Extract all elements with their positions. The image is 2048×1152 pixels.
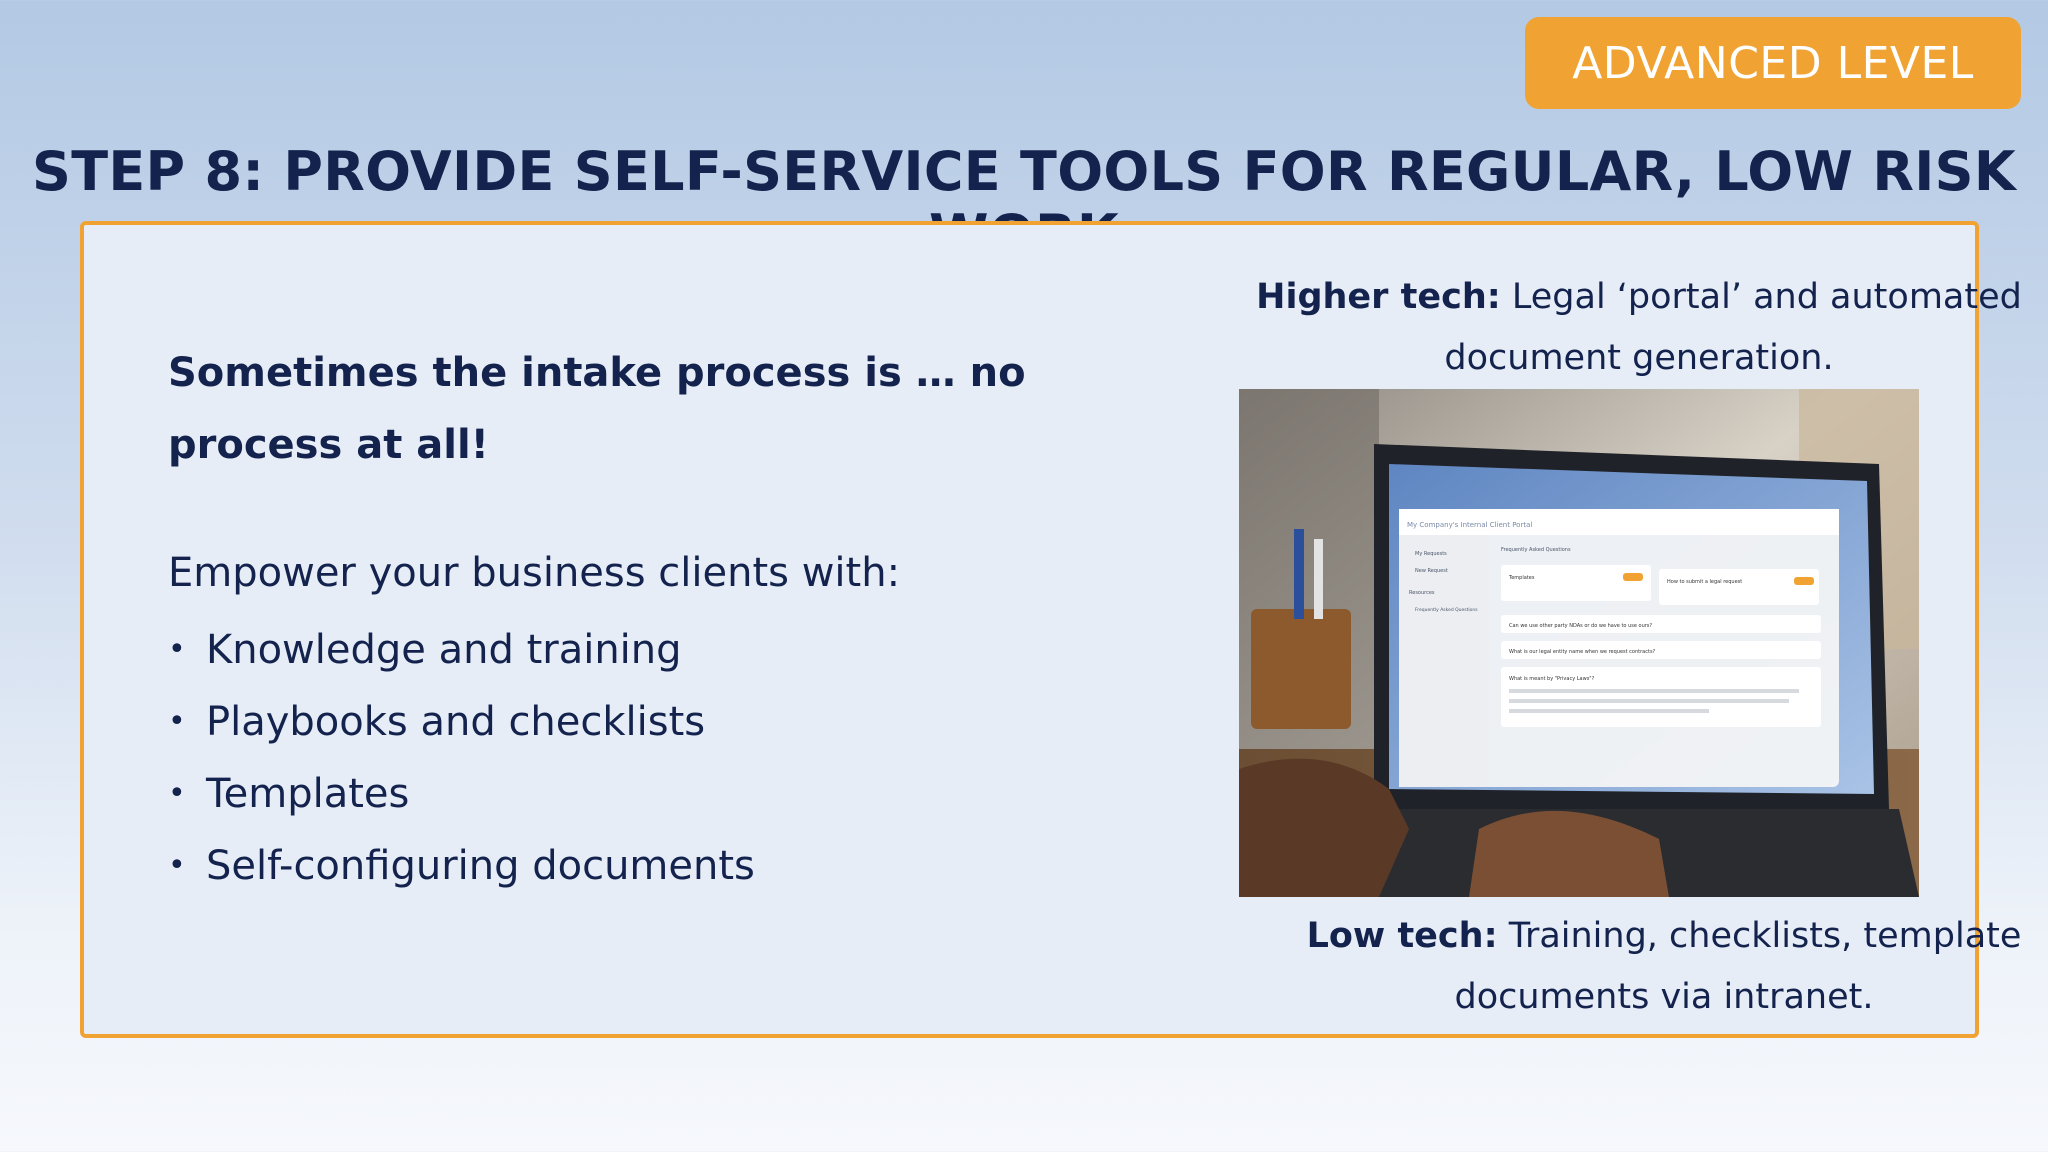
right-hand — [1469, 810, 1669, 897]
svg-text:My Requests: My Requests — [1415, 551, 1447, 557]
bullet-dot: • — [168, 776, 186, 811]
higher-tech-label: Higher tech: — [1256, 277, 1501, 317]
level-badge: ADVANCED LEVEL — [1525, 17, 2021, 109]
svg-text:Frequently Asked Questions: Frequently Asked Questions — [1415, 607, 1478, 613]
svg-text:Resources: Resources — [1409, 590, 1435, 596]
svg-text:My Company's Internal Client P: My Company's Internal Client Portal — [1407, 521, 1532, 529]
laptop-photo: My Company's Internal Client Portal My R… — [1239, 389, 1919, 897]
lead-text: Empower your business clients with: — [168, 550, 901, 596]
bullet-item: •Playbooks and checklists — [168, 686, 755, 758]
svg-text:Frequently Asked Questions: Frequently Asked Questions — [1501, 547, 1571, 553]
low-tech-text: Training, checklists, template documents… — [1454, 916, 2022, 1017]
low-tech-label: Low tech: — [1306, 916, 1498, 956]
content-panel: Sometimes the intake process is … no pro… — [80, 221, 2022, 1038]
low-tech-caption: Low tech: Training, checklists, template… — [1214, 906, 2048, 1028]
higher-tech-caption: Higher tech: Legal ‘portal’ and automate… — [1214, 267, 2048, 389]
svg-text:New Request: New Request — [1415, 568, 1448, 574]
bullet-item: •Knowledge and training — [168, 614, 755, 686]
pen-cup — [1251, 609, 1351, 729]
svg-text:How to submit a legal request: How to submit a legal request — [1667, 579, 1742, 585]
intro-text: Sometimes the intake process is … no pro… — [168, 350, 1026, 468]
bullet-item: •Templates — [168, 758, 755, 830]
laptop-illustration: My Company's Internal Client Portal My R… — [1239, 389, 1919, 897]
svg-text:Can we use other party NDAs or: Can we use other party NDAs or do we hav… — [1509, 623, 1652, 629]
svg-text:Templates: Templates — [1508, 575, 1535, 581]
svg-text:What is our legal entity name: What is our legal entity name when we re… — [1509, 649, 1656, 655]
level-badge-label: ADVANCED LEVEL — [1572, 37, 1974, 89]
svg-text:What is meant by "Privacy Laws: What is meant by "Privacy Laws"? — [1509, 676, 1595, 682]
bullet-list: •Knowledge and training •Playbooks and c… — [168, 614, 755, 902]
bullet-dot: • — [168, 632, 186, 667]
left-hand — [1239, 758, 1409, 897]
higher-tech-text: Legal ‘portal’ and automated document ge… — [1444, 277, 2022, 378]
bullet-dot: • — [168, 848, 186, 883]
bullet-item: •Self-configuring documents — [168, 830, 755, 902]
portal-window: My Company's Internal Client Portal My R… — [1399, 509, 1839, 787]
bullet-dot: • — [168, 704, 186, 739]
